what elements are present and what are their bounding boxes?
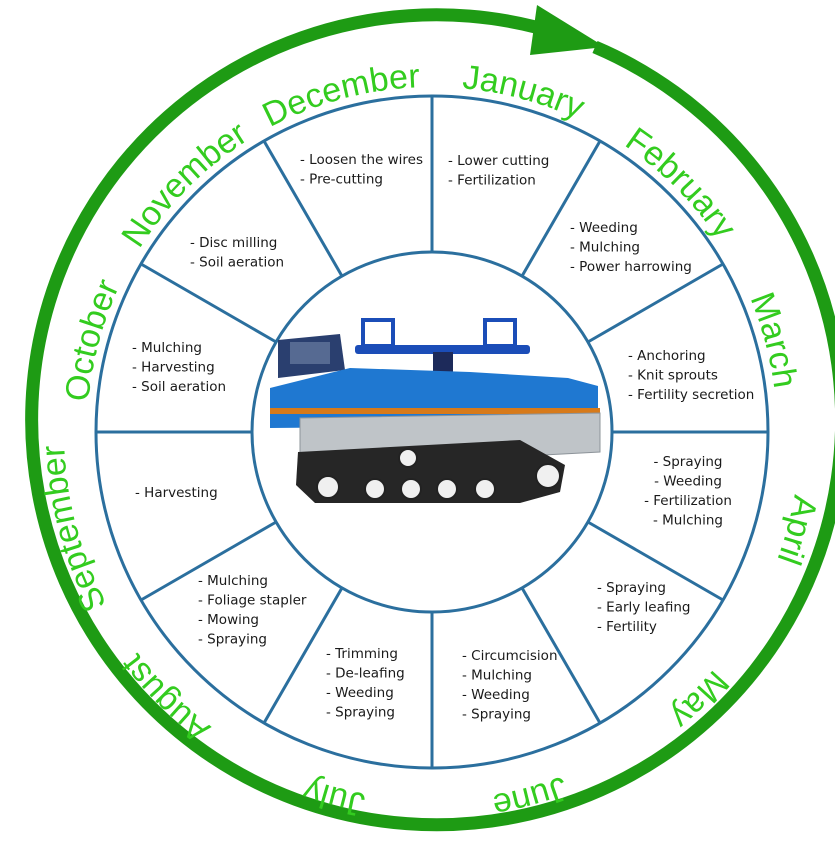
task-item: - Spraying [462, 707, 531, 723]
center-circle [250, 250, 614, 614]
robot-wheel [436, 478, 458, 500]
robot-wheels [316, 448, 561, 500]
section-dividers [96, 96, 768, 768]
task-item: - Spraying [326, 705, 395, 721]
section-divider [262, 587, 344, 724]
task-item: - Mulching [653, 513, 723, 529]
robot-wheel [474, 478, 496, 500]
cycle-arrow-ring [25, 8, 835, 832]
task-item: - Fertilization [644, 493, 732, 509]
section-divider [140, 520, 277, 602]
task-item: - Soil aeration [190, 255, 284, 271]
task-item: - Mulching [462, 668, 532, 684]
task-list-august: - Mulching - Foliage stapler - Mowing - Spr… [198, 573, 307, 648]
task-item: - Soil aeration [132, 379, 226, 395]
task-item: - Harvesting [135, 485, 218, 501]
robot-screen [290, 342, 330, 364]
task-item: - Lower cutting [448, 153, 549, 169]
section-divider [587, 520, 724, 602]
task-item: - Loosen the wires [300, 152, 423, 168]
task-item: - Trimming [326, 646, 398, 662]
task-item: - Harvesting [132, 360, 215, 376]
section-divider [140, 262, 277, 344]
robot-top-frame-right [483, 318, 517, 348]
task-item: - Knit sprouts [628, 368, 718, 384]
robot-illustration [270, 318, 601, 503]
task-item: - Pre-cutting [300, 172, 383, 188]
robot-track [296, 440, 565, 503]
robot-wheel [535, 463, 561, 489]
robot-stripe [270, 408, 600, 414]
section-divider [520, 587, 602, 724]
task-list-july: - Trimming - De-leafing - Weeding - Sprayin… [326, 646, 405, 721]
task-list-january: - Lower cutting - Fertilization [448, 153, 549, 189]
task-item: - Mulching [132, 340, 202, 356]
section-divider [520, 140, 602, 277]
task-list-may: - Spraying - Early leafing - Fertility [597, 580, 691, 635]
section-divider [587, 262, 724, 344]
robot-wheel [398, 448, 418, 468]
task-list-june: - Circumcision - Mulching - Weeding - Spray… [462, 648, 558, 723]
task-item: - Circumcision [462, 648, 558, 664]
task-lists: - Lower cutting- Fertilization- Weeding-… [132, 152, 754, 723]
task-item: - Power harrowing [570, 259, 692, 275]
task-item: - Spraying [654, 454, 723, 470]
robot-wheel [400, 478, 422, 500]
task-list-march: - Anchoring - Knit sprouts - Fertility sec… [628, 348, 754, 403]
robot-wheel [364, 478, 386, 500]
robot-top-frame-left [361, 318, 395, 348]
task-item: - Mowing [198, 612, 259, 628]
task-item: - Fertilization [448, 173, 536, 189]
robot-wheel [316, 475, 340, 499]
month-labels: JanuaryFebruaryMarchAprilMayJuneJulyAugu… [34, 57, 824, 825]
task-list-february: - Weeding - Mulching - Power harrowing [570, 220, 692, 275]
task-item: - Fertility [597, 619, 657, 635]
task-item: - De-leafing [326, 666, 405, 682]
task-list-november: - Disc milling - Soil aeration [190, 235, 284, 271]
task-item: - Foliage stapler [198, 593, 307, 609]
task-item: - Weeding [462, 687, 530, 703]
task-item: - Weeding [570, 220, 638, 236]
task-item: - Weeding [654, 474, 722, 490]
task-list-april: - Spraying - Weeding - Fertilization - Mulc… [644, 454, 732, 529]
cycle-arrow [25, 5, 835, 832]
task-item: - Fertility secretion [628, 387, 754, 403]
task-list-december: - Loosen the wires - Pre-cutting [300, 152, 423, 188]
task-item: - Weeding [326, 685, 394, 701]
task-item: - Anchoring [628, 348, 706, 364]
task-item: - Disc milling [190, 235, 277, 251]
cycle-arrowhead [530, 5, 605, 55]
task-item: - Mulching [570, 240, 640, 256]
task-item: - Spraying [597, 580, 666, 596]
task-item: - Spraying [198, 632, 267, 648]
task-item: - Mulching [198, 573, 268, 589]
task-list-september: - Harvesting [135, 485, 218, 501]
task-list-october: - Mulching - Harvesting - Soil aeration [132, 340, 226, 395]
section-divider [262, 140, 344, 277]
task-item: - Early leafing [597, 600, 691, 616]
